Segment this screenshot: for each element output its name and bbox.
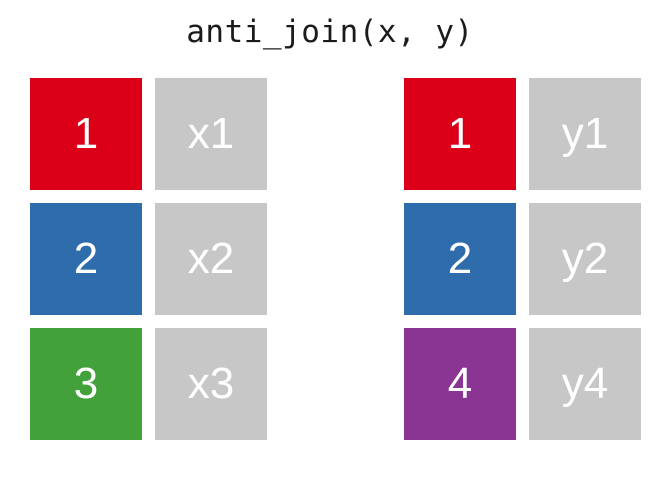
table-x-row3-key-cell: 3 — [30, 328, 142, 440]
table-x-row1-value-cell: x1 — [155, 78, 267, 190]
table-x-row1-key-cell: 1 — [30, 78, 142, 190]
table-x: 1 x1 2 x2 3 x3 — [30, 78, 267, 440]
table-x-row2-key-cell: 2 — [30, 203, 142, 315]
diagram-title: anti_join(x, y) — [186, 14, 474, 50]
table-y-row1-key-cell: 1 — [404, 78, 516, 190]
table-y-row2-key-cell: 2 — [404, 203, 516, 315]
table-x-row2-value-cell: x2 — [155, 203, 267, 315]
table-y-row1-value-cell: y1 — [529, 78, 641, 190]
table-y-row2-value-cell: y2 — [529, 203, 641, 315]
table-x-row3-value-cell: x3 — [155, 328, 267, 440]
table-y-row3-key-cell: 4 — [404, 328, 516, 440]
table-y-row3-value-cell: y4 — [529, 328, 641, 440]
table-y: 1 y1 2 y2 4 y4 — [404, 78, 641, 440]
